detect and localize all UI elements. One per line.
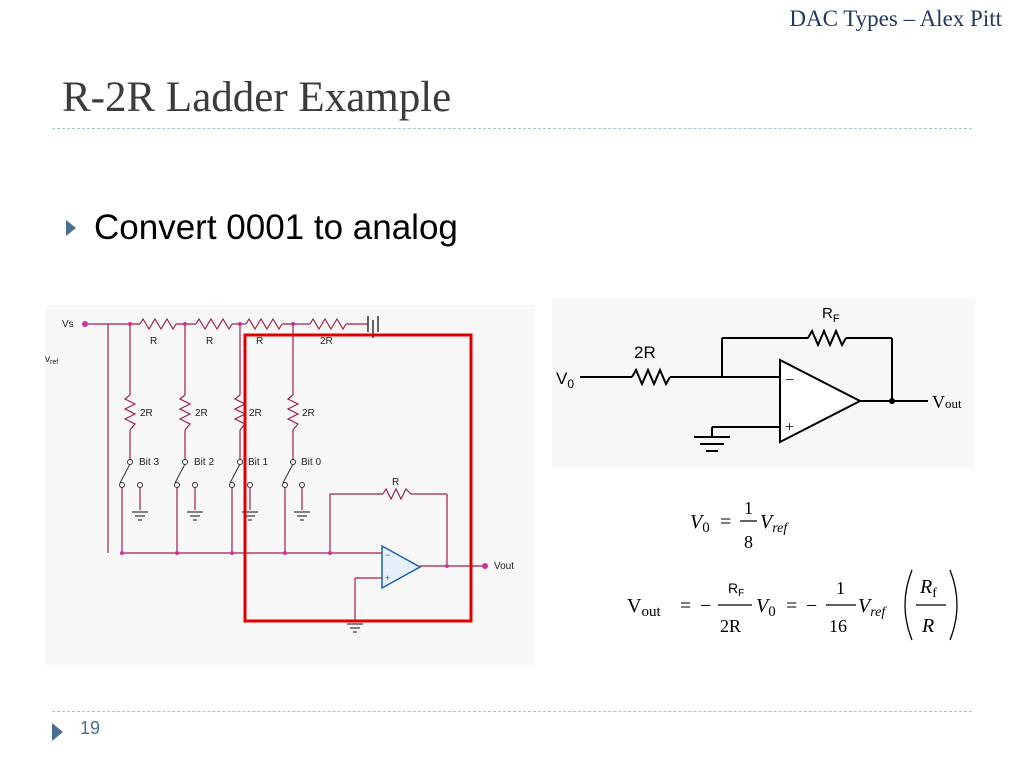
- opamp-input-label: V0: [556, 369, 574, 391]
- bit-label: Bit 0: [301, 457, 321, 468]
- opamp-input-resistor-label: 2R: [634, 343, 656, 362]
- eq2-frac1-den: 2R: [720, 616, 741, 636]
- eq2-minus: −: [700, 595, 711, 617]
- eq2-lhs: Vout: [627, 595, 661, 620]
- bit-label: Bit 3: [139, 457, 159, 468]
- eq2-frac2-num: 1: [836, 578, 845, 598]
- series-resistor-label: R: [256, 336, 263, 347]
- leg-resistor-label: 2R: [195, 408, 208, 419]
- r2r-ladder-diagram: − + Vs vref R R R 2R 2R 2R 2R 2R Bit 3 B…: [45, 305, 535, 665]
- eq1-lhs: V0: [690, 511, 710, 536]
- title-divider: [52, 128, 972, 129]
- slide-title: R-2R Ladder Example: [62, 74, 452, 121]
- equations: V0 = 1 8 Vref Vout = − RF 2R V0 = − 1 16…: [627, 498, 958, 641]
- series-resistor-label: R: [150, 336, 157, 347]
- eq2-equals: =: [680, 595, 691, 617]
- bullet-item: Convert 0001 to analog: [66, 208, 458, 248]
- bullet-arrow-icon: [66, 220, 76, 236]
- eq2-v0: V0: [756, 595, 776, 620]
- footer-divider: [52, 711, 972, 712]
- series-resistor-label: R: [206, 336, 213, 347]
- series-resistor-label: 2R: [320, 336, 333, 347]
- opamp-feedback-label: RF: [822, 305, 840, 325]
- equation-v0: V0 = 1 8 Vref: [690, 498, 789, 552]
- bit-label: Bit 2: [194, 457, 214, 468]
- opamp-minus-sign: −: [785, 372, 794, 389]
- eq2-frac2-den: 16: [829, 616, 847, 636]
- bullet-text: Convert 0001 to analog: [94, 208, 458, 247]
- eq2-frac3-den: R: [921, 615, 934, 637]
- header-text: DAC Types – Alex Pitt: [789, 6, 1002, 31]
- eq1-numerator: 1: [744, 498, 753, 518]
- equation-vout: Vout = − RF 2R V0 = − 1 16 Vref Rf R: [627, 569, 958, 641]
- ladder-output-label: Vout: [494, 561, 514, 572]
- eq1-rhs: Vref: [760, 511, 789, 536]
- eq2-vref: Vref: [858, 595, 887, 620]
- feedback-resistor-label: R: [392, 477, 399, 488]
- ladder-source-label: Vs: [62, 319, 74, 330]
- leg-resistor-label: 2R: [249, 408, 262, 419]
- leg-resistor-label: 2R: [140, 408, 153, 419]
- eq2-equals-2: =: [786, 595, 797, 617]
- eq2-frac3-num: Rf: [919, 576, 937, 601]
- bit-label: Bit 1: [248, 457, 268, 468]
- ladder-opamp-plus: +: [385, 573, 390, 583]
- opamp-plus-sign: +: [785, 419, 794, 436]
- eq1-denominator: 8: [744, 532, 753, 552]
- ladder-vref-label: vref: [45, 354, 58, 366]
- ladder-opamp-minus: −: [385, 550, 390, 560]
- opamp-diagram: − + RF 2R V0 Vout: [552, 298, 975, 468]
- eq1-equals: =: [720, 511, 731, 533]
- eq2-frac1-num: RF: [728, 580, 744, 599]
- leg-resistor-label: 2R: [302, 408, 315, 419]
- opamp-output-label: Vout: [932, 392, 962, 412]
- eq2-minus-2: −: [806, 595, 817, 617]
- page-number: 19: [80, 718, 101, 738]
- page-arrow-icon: [52, 723, 63, 741]
